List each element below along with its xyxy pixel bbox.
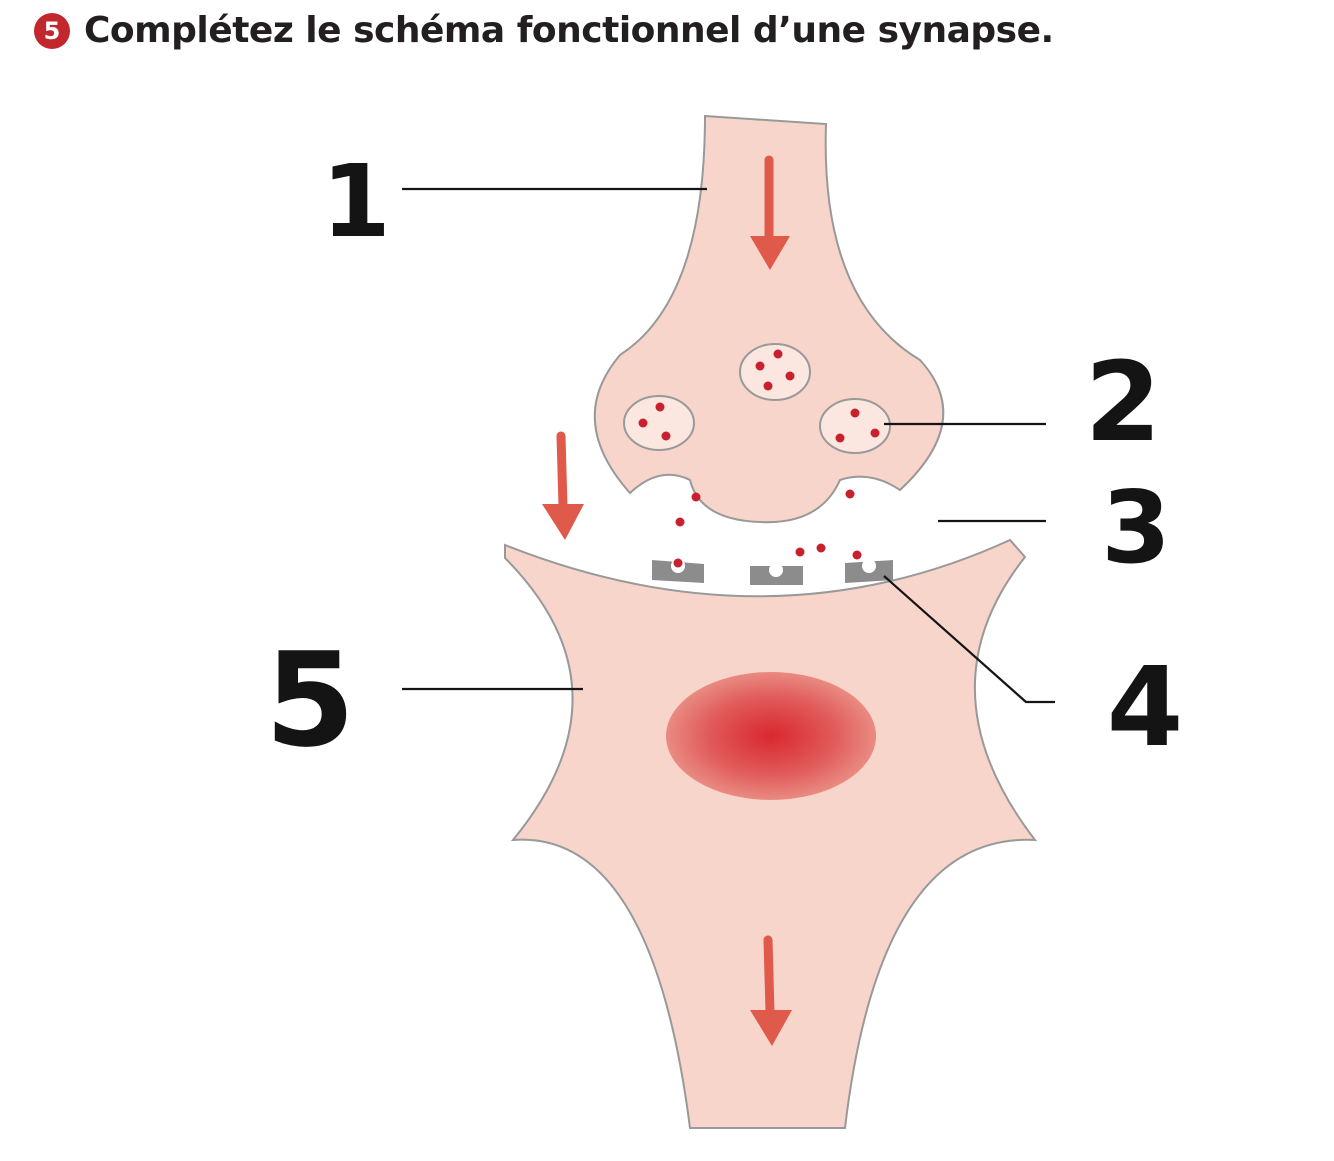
vesicle (623, 395, 695, 451)
exercise-header: 5 Complétez le schéma fonctionnel d’une … (34, 10, 1054, 51)
arrow-down-icon (542, 431, 584, 540)
vesicle (819, 398, 891, 454)
nucleus (666, 672, 876, 800)
receptor (845, 559, 893, 583)
label-5: 5 (265, 624, 355, 776)
vesicle (739, 343, 811, 401)
arrow-down-icon (750, 155, 790, 270)
label-1: 1 (321, 143, 391, 260)
exercise-title: Complétez le schéma fonctionnel d’une sy… (84, 10, 1054, 51)
label-2: 2 (1085, 338, 1162, 466)
postsynaptic-neuron (504, 538, 1038, 1129)
step-number-badge: 5 (34, 12, 70, 49)
leader-line-4 (883, 575, 1055, 704)
neurotransmitters (675, 489, 862, 560)
label-3: 3 (1101, 469, 1171, 586)
arrow-down-icon (750, 935, 792, 1046)
receptor (652, 558, 704, 583)
receptor (750, 563, 803, 585)
label-4: 4 (1107, 643, 1184, 771)
